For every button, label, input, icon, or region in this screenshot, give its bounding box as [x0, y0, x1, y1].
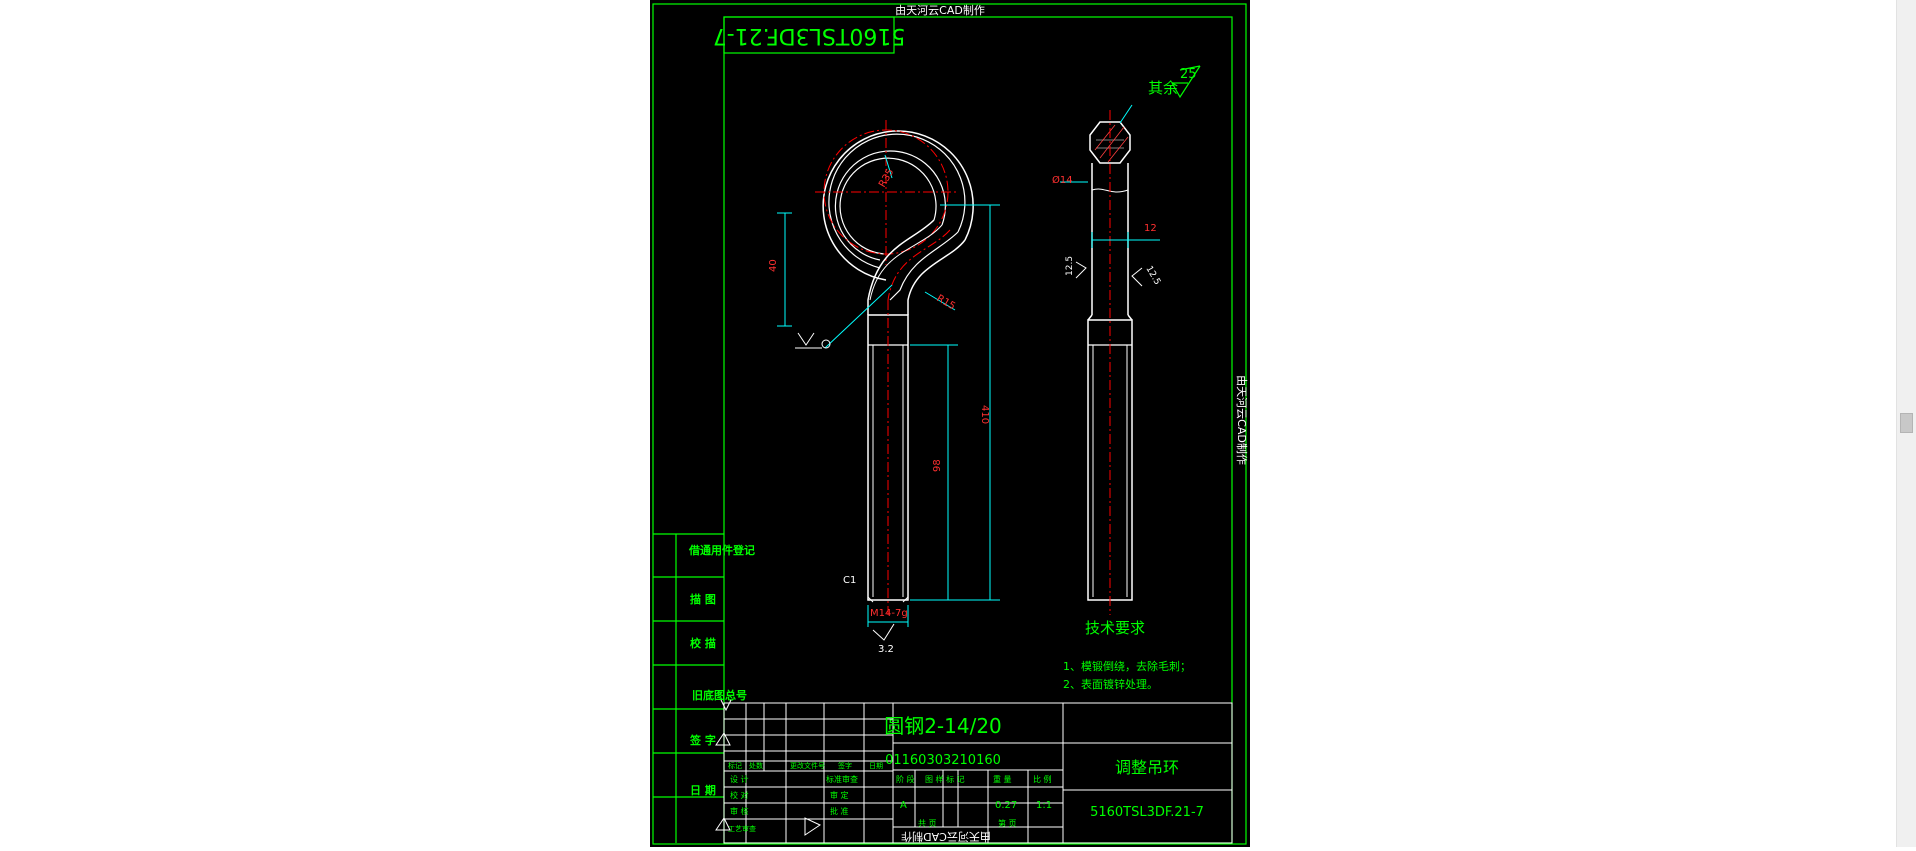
drawing-sheet [650, 0, 1250, 847]
role-standard: 标准审查 [826, 774, 858, 784]
label-stage: 阶 段 [896, 774, 915, 784]
value-weight: 0.27 [995, 800, 1017, 811]
notes-title: 技术要求 [1085, 619, 1145, 637]
notes-line-2: 2、表面镀锌处理。 [1063, 677, 1158, 691]
title-code: 01160303210160 [885, 753, 1001, 768]
dim-diameter: Ø14 [1052, 174, 1073, 186]
dim-thread-spec: M14-7g [870, 608, 908, 619]
svg-text:3.2: 3.2 [878, 644, 894, 655]
svg-text:12.5: 12.5 [1065, 256, 1075, 276]
left-col-item-1: 借通用件登记 [688, 543, 755, 557]
value-scale: 1:1 [1036, 800, 1052, 811]
roughness-side-left: 12.5 [1065, 256, 1087, 279]
front-view [815, 120, 974, 615]
drawing-number-mirrored: 5160TSL3DF.21-7 [713, 23, 906, 48]
role-check: 校 对 [730, 790, 749, 800]
dim-width-12: 12 [1144, 223, 1157, 234]
title-drawing-number: 5160TSL3DF.21-7 [1090, 805, 1204, 820]
rev-header-2: 处数 [749, 761, 763, 770]
roughness-symbol-left [795, 332, 831, 349]
dim-height-40: 40 [768, 259, 779, 272]
watermark-top: 由天河云CAD制作 [895, 3, 985, 17]
scrollbar-thumb[interactable] [1900, 413, 1913, 433]
label-sheet: 第 页 [998, 818, 1017, 828]
front-dimensions [777, 154, 1000, 627]
label-weight: 重 量 [993, 774, 1012, 784]
value-stage: A [900, 800, 907, 811]
side-dimensions [1060, 104, 1160, 248]
left-col-item-5: 签 字 [689, 733, 716, 747]
left-col-item-6: 日 期 [690, 783, 716, 797]
notes-line-1: 1、模锻倒绕，去除毛刺； [1063, 659, 1191, 673]
label-drawing-mark: 图 样 标 记 [925, 774, 965, 784]
rev-header-5: 日期 [869, 762, 883, 770]
watermark-right: 由天河云CAD制作 [1235, 375, 1249, 465]
left-col-item-3: 校 描 [690, 636, 716, 650]
roughness-label: 其余 [1148, 79, 1178, 97]
left-col-item-4: 旧底图总号 [692, 688, 747, 702]
dim-chamfer: C1 [843, 575, 856, 586]
title-material: 圆钢2-14/20 [884, 714, 1002, 738]
role-sign-off: 批 准 [830, 806, 849, 816]
role-approve: 审 定 [830, 790, 849, 800]
watermark-bottom: 由天河云CAD制作 [901, 830, 991, 844]
role-review: 审 核 [730, 806, 749, 816]
vertical-scrollbar[interactable] [1896, 0, 1916, 847]
rev-header-3: 更改文件号 [790, 761, 825, 770]
role-process: 工艺审查 [728, 824, 756, 833]
frame-marks [715, 699, 822, 836]
label-scale: 比 例 [1033, 774, 1052, 784]
label-sheets-total: 共 页 [918, 819, 937, 828]
role-design: 设 计 [730, 774, 749, 784]
rev-header-1: 标记 [728, 761, 742, 770]
dim-length-410: 410 [979, 405, 990, 424]
thread-roughness: 3.2 [872, 623, 895, 655]
left-col-item-2: 描 图 [690, 592, 716, 606]
title-block [723, 702, 1233, 844]
rev-header-4: 签字 [838, 761, 852, 770]
dim-thread-length: 98 [932, 459, 943, 472]
drawing-number-stamp: 5160TSL3DF.21-7 [713, 16, 906, 54]
general-roughness: 其余 25 [1148, 65, 1201, 99]
title-part-name: 调整吊环 [1115, 758, 1179, 777]
